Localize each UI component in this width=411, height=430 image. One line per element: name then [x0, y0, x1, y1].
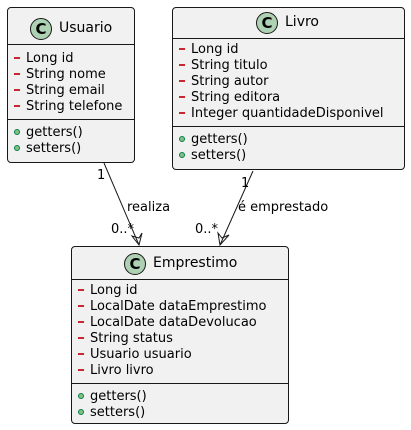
multiplicity-livro-source: 1 — [241, 176, 250, 191]
edge-livro-emprestimo — [219, 170, 254, 246]
class-name: Livro — [285, 14, 319, 30]
class-usuario[interactable]: C Usuario Long id String nome String ema… — [7, 7, 135, 163]
private-marker — [78, 320, 84, 323]
private-marker — [179, 111, 185, 114]
attribute-text: Long id — [191, 42, 239, 57]
attribute-text: String editora — [191, 90, 281, 105]
arrowhead-usuario-emprestimo — [130, 232, 143, 247]
attribute-text: String status — [90, 331, 173, 346]
attribute-row: Usuario usuario — [78, 347, 192, 363]
method-row: getters() — [14, 125, 83, 141]
method-row: getters() — [78, 389, 147, 405]
multiplicity-usuario-source: 1 — [97, 168, 106, 183]
public-marker — [179, 135, 185, 142]
method-text: setters() — [90, 405, 146, 420]
attribute-text: LocalDate dataEmprestimo — [90, 299, 267, 314]
public-marker — [14, 144, 20, 151]
class-name: Emprestimo — [153, 255, 238, 271]
private-marker — [179, 63, 185, 66]
class-icon: C — [30, 18, 52, 40]
attribute-text: String telefone — [26, 99, 123, 114]
public-marker — [179, 151, 185, 158]
public-marker — [14, 128, 20, 135]
separator — [173, 126, 404, 127]
relation-label-e-emprestado: é emprestado — [238, 200, 329, 215]
method-row: getters() — [179, 132, 248, 148]
method-row: setters() — [78, 405, 145, 421]
separator — [8, 119, 134, 120]
private-marker — [78, 352, 84, 355]
attribute-text: LocalDate dataDevolucao — [90, 315, 257, 330]
method-row: setters() — [179, 148, 246, 164]
attribute-row: Livro livro — [78, 363, 154, 379]
attribute-row: Long id — [78, 283, 137, 299]
attribute-text: String titulo — [191, 58, 268, 73]
attribute-row: Integer quantidadeDisponivel — [179, 106, 384, 122]
class-livro[interactable]: C Livro Long id String titulo String aut… — [172, 7, 405, 170]
multiplicity-emprestimo-target-left: 0..* — [111, 222, 135, 237]
separator — [72, 279, 288, 280]
attribute-text: Livro livro — [90, 363, 154, 378]
private-marker — [14, 72, 20, 75]
attribute-row: String editora — [179, 90, 280, 106]
public-marker — [78, 392, 84, 399]
separator — [8, 44, 134, 45]
private-marker — [179, 47, 185, 50]
separator — [72, 383, 288, 384]
private-marker — [14, 104, 20, 107]
method-text: setters() — [26, 141, 82, 156]
arrowhead-livro-emprestimo — [217, 231, 230, 247]
private-marker — [179, 79, 185, 82]
attribute-row: String autor — [179, 74, 269, 90]
method-text: getters() — [90, 389, 147, 404]
method-text: getters() — [26, 125, 83, 140]
attribute-row: Long id — [14, 51, 73, 67]
attribute-text: String nome — [26, 67, 106, 82]
attribute-text: Usuario usuario — [90, 347, 192, 362]
class-icon: C — [124, 253, 146, 275]
private-marker — [78, 288, 84, 291]
public-marker — [78, 408, 84, 415]
private-marker — [78, 304, 84, 307]
attribute-text: Integer quantidadeDisponivel — [191, 106, 384, 121]
attribute-row: String telefone — [14, 99, 122, 115]
class-name: Usuario — [59, 20, 113, 36]
attribute-row: String titulo — [179, 58, 268, 74]
method-text: setters() — [191, 148, 247, 163]
class-emprestimo[interactable]: C Emprestimo Long id LocalDate dataEmpre… — [71, 246, 289, 424]
private-marker — [14, 56, 20, 59]
attribute-row: String nome — [14, 67, 106, 83]
private-marker — [14, 88, 20, 91]
attribute-text: String autor — [191, 74, 269, 89]
attribute-row: LocalDate dataDevolucao — [78, 315, 257, 331]
method-row: setters() — [14, 141, 81, 157]
attribute-row: Long id — [179, 42, 238, 58]
class-icon: C — [256, 12, 278, 34]
edge-usuario-emprestimo — [103, 162, 140, 246]
multiplicity-emprestimo-target-right: 0..* — [195, 222, 219, 237]
attribute-text: Long id — [90, 283, 138, 298]
attribute-text: String email — [26, 83, 105, 98]
separator — [173, 38, 404, 39]
private-marker — [78, 368, 84, 371]
attribute-row: LocalDate dataEmprestimo — [78, 299, 266, 315]
attribute-row: String email — [14, 83, 105, 99]
attribute-text: Long id — [26, 51, 74, 66]
private-marker — [179, 95, 185, 98]
method-text: getters() — [191, 132, 248, 147]
private-marker — [78, 336, 84, 339]
attribute-row: String status — [78, 331, 173, 347]
relation-label-realiza: realiza — [127, 200, 171, 215]
